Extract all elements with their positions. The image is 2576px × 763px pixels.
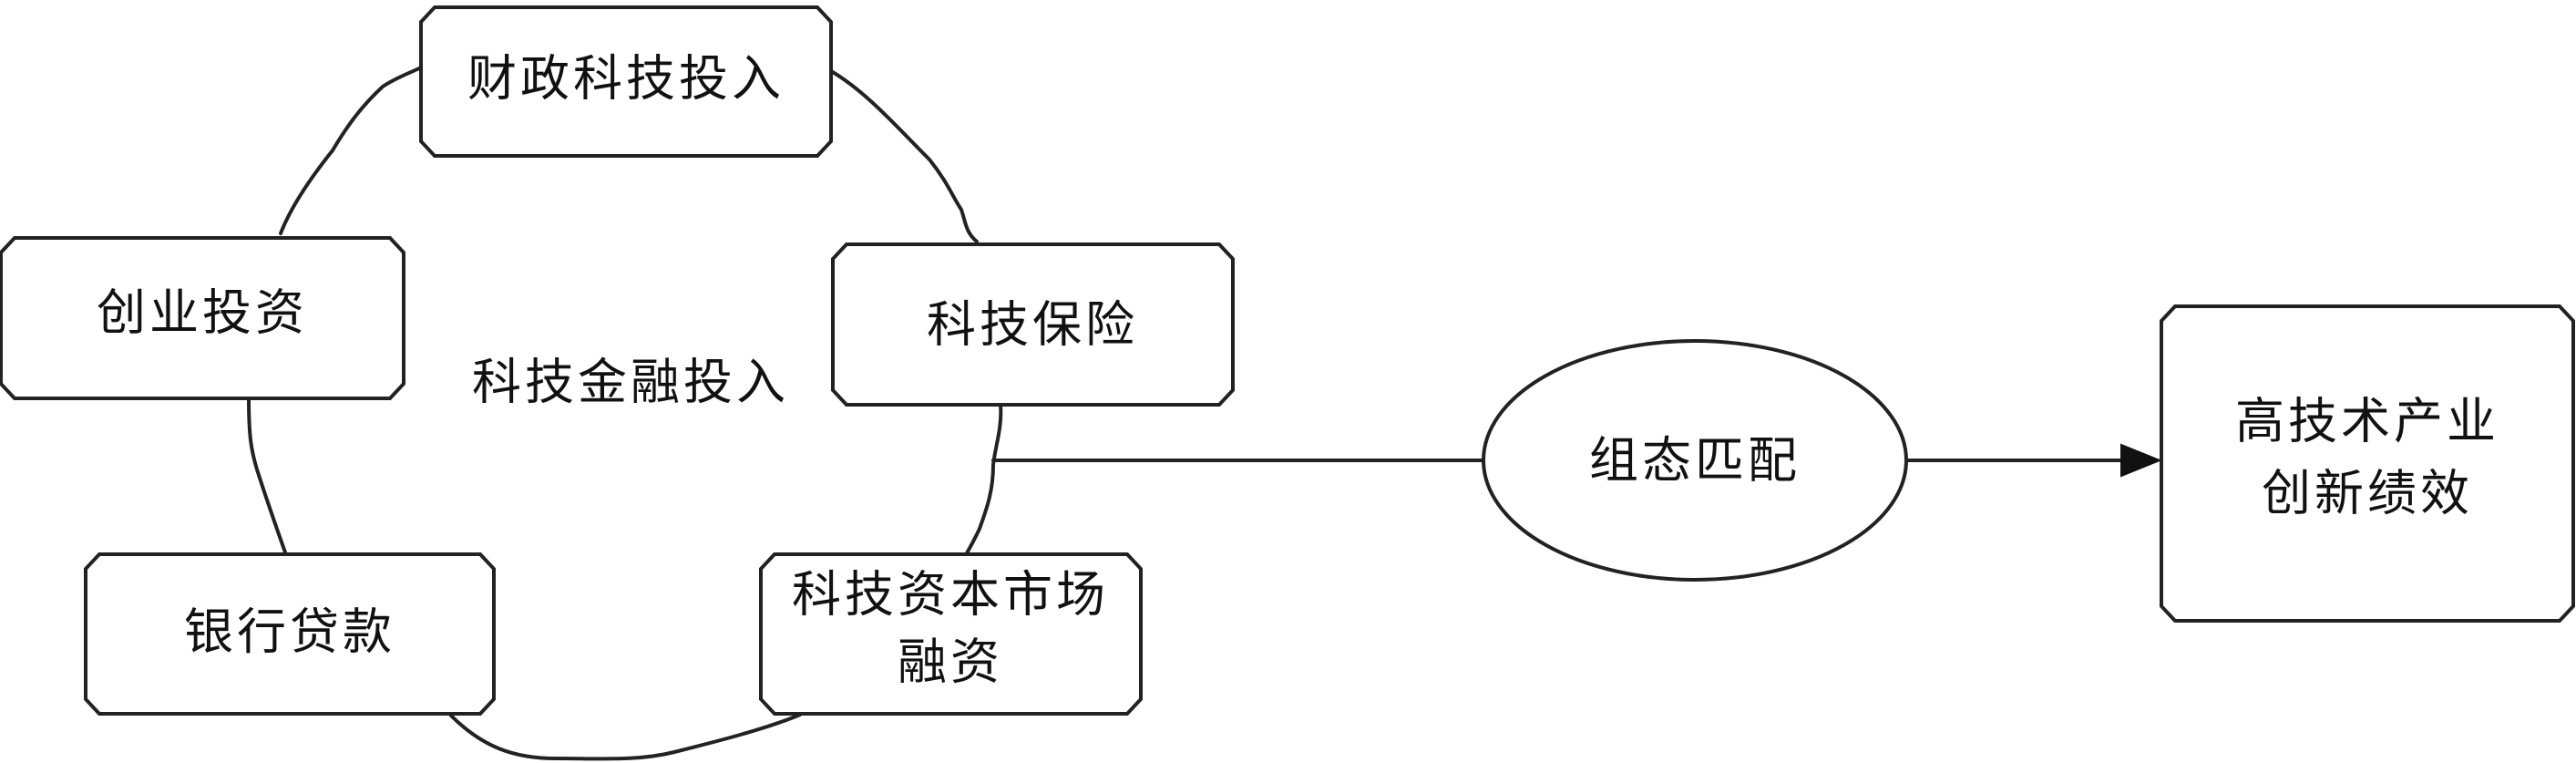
node-venture-label: 创业投资 — [97, 284, 308, 342]
node-outcome-label-line2: 创新绩效 — [2262, 465, 2473, 522]
cycle-connectors — [247, 66, 1003, 761]
node-capital-market-label-line1: 科技资本市场 — [792, 566, 1109, 624]
node-bank-label: 银行贷款 — [184, 603, 395, 661]
node-match-label: 组态匹配 — [1589, 432, 1801, 490]
node-fiscal-label: 财政科技投入 — [467, 50, 785, 108]
node-venture-investment: 创业投资 — [0, 236, 405, 400]
node-high-tech-innovation-performance: 高技术产业 创新绩效 — [2160, 304, 2575, 623]
connector-capital-market-bank — [449, 713, 802, 761]
node-capital-market-label-line2: 融资 — [898, 634, 1003, 691]
connector-bank-venture — [247, 397, 287, 554]
node-insurance-label: 科技保险 — [927, 296, 1138, 354]
connector-fiscal-insurance — [829, 69, 979, 243]
node-bank-loan: 银行贷款 — [84, 552, 496, 716]
arrowhead — [2120, 443, 2162, 478]
node-configuration-match: 组态匹配 — [1482, 339, 1908, 582]
center-label-tech-finance-investment: 科技金融投入 — [472, 354, 789, 411]
flow-lines — [991, 443, 2162, 478]
node-fiscal-tech-investment: 财政科技投入 — [419, 5, 833, 158]
node-outcome-label-line1: 高技术产业 — [2235, 393, 2499, 450]
node-tech-capital-market: 科技资本市场 融资 — [759, 552, 1143, 716]
connector-venture-fiscal — [279, 66, 423, 235]
connector-insurance-capital-market — [962, 403, 1003, 560]
node-tech-insurance: 科技保险 — [831, 242, 1235, 407]
